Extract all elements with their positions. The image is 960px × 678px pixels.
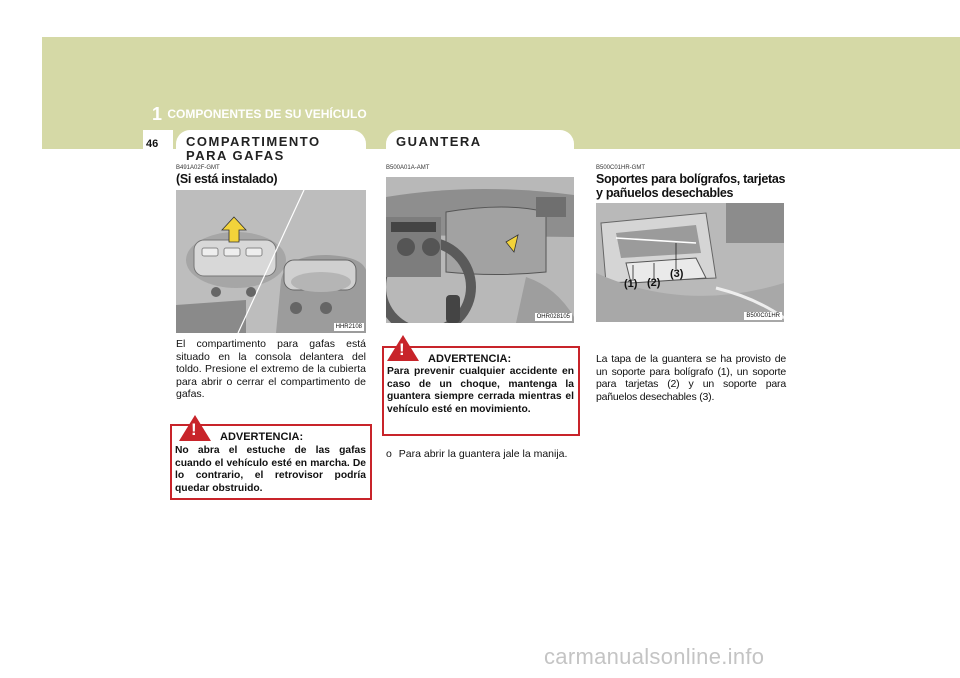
page-number: 46 (146, 138, 159, 150)
callout-1: (1) (624, 278, 638, 290)
page-number-tab (143, 130, 173, 156)
chapter-label: 1 COMPONENTES DE SU VEHÍCULO (152, 104, 367, 125)
warning-text: Para prevenir cualquier accidente en cas… (387, 366, 574, 415)
warning-title: ADVERTENCIA: (428, 353, 512, 365)
glovebox-holders-illustration (596, 203, 784, 322)
tab-guantera (386, 130, 574, 154)
warning-box: ADVERTENCIA: No abra el estuche de las g… (170, 424, 372, 500)
glasses-compartment-illustration (176, 190, 366, 333)
section-code: B500C01HR-GMT (596, 165, 646, 171)
photo-code: B500C01HR (744, 312, 782, 320)
body-text: El compartimento para gafas está situado… (176, 338, 366, 401)
photo-glovebox: OHR028105 (386, 177, 574, 323)
tab-compartimento (176, 130, 366, 154)
photo-glasses-compartment: HHR2108 (176, 190, 366, 333)
watermark: carmanualsonline.info (544, 644, 765, 669)
chapter-title: COMPONENTES DE SU VEHÍCULO (167, 107, 367, 121)
photo-glovebox-holders: (1) (2) (3) B500C01HR (596, 203, 784, 322)
photo-code: OHR028105 (534, 313, 572, 321)
warning-icon: ! (179, 415, 211, 441)
bullet-text: Para abrir la guantera jale la manija. (398, 448, 568, 460)
section-code: B500A01A-AMT (386, 165, 430, 171)
glovebox-illustration (386, 177, 574, 323)
bullet-marker: o (386, 448, 392, 460)
body-text: La tapa de la guantera se ha provisto de… (596, 353, 786, 403)
section-code: B491A02F-GMT (176, 165, 220, 171)
callout-3: (3) (670, 268, 684, 280)
callout-2: (2) (647, 277, 661, 289)
section-heading: (Si está instalado) (176, 172, 278, 186)
chapter-number: 1 (152, 104, 163, 124)
warning-icon: ! (387, 335, 419, 361)
warning-box: ADVERTENCIA: Para prevenir cualquier acc… (382, 346, 580, 436)
section-title-compartimento: COMPARTIMENTO PARA GAFAS (186, 134, 321, 163)
bullet-item: o Para abrir la guantera jale la manija. (386, 448, 567, 461)
section-title-guantera: GUANTERA (396, 134, 482, 149)
warning-title: ADVERTENCIA: (220, 431, 304, 443)
photo-code: HHR2108 (333, 323, 364, 331)
warning-text: No abra el estuche de las gafas cuando e… (175, 445, 366, 494)
section-heading: Soportes para bolígrafos, tarjetas y pañ… (596, 172, 786, 200)
